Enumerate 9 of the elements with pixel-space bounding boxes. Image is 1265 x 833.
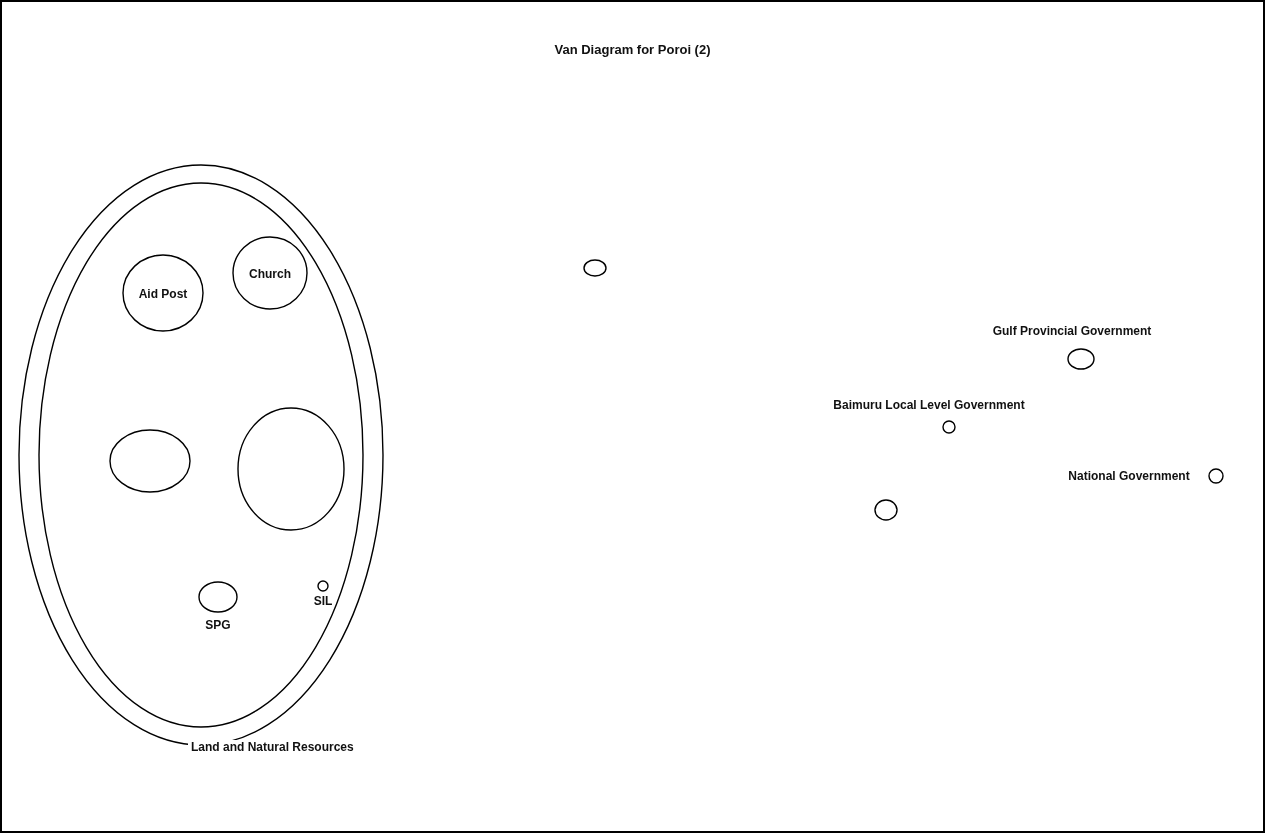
organization-label: SPG <box>204 618 232 632</box>
ring-label: Land and Natural Resources <box>188 740 357 754</box>
organization-label: Gulf Provincial Government <box>991 324 1153 338</box>
organization-label: Church <box>248 266 292 281</box>
organization-label: Aid Post <box>137 286 189 301</box>
diagram-title: Van Diagram for Poroi (2) <box>554 42 711 57</box>
organization-label: National Government <box>1067 469 1191 483</box>
organization-label: Baimuru Local Level Government <box>832 398 1026 412</box>
organization-label: SIL <box>312 594 334 608</box>
